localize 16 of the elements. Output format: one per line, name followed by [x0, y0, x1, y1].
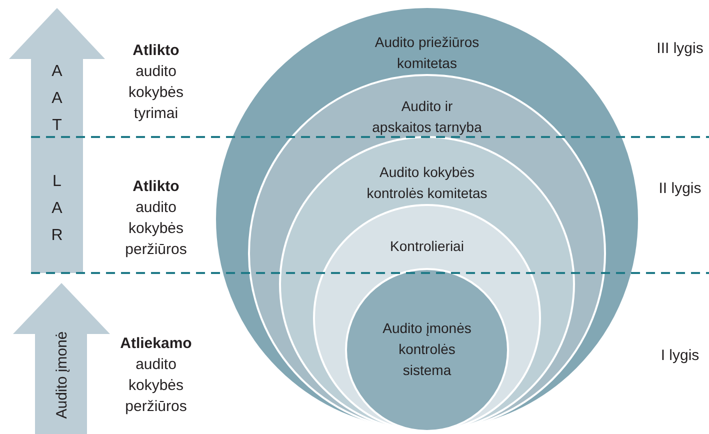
side-label: Atlikto audito kokybės tyrimai [127, 41, 185, 124]
side-label: Atliekamo audito kokybės peržiūros [119, 334, 193, 417]
side-label: III lygis [656, 39, 704, 59]
circle-label: Audito kokybės kontrolės komitetas [366, 163, 488, 203]
up-arrow [9, 8, 105, 273]
vertical-label: LAR [50, 172, 64, 246]
circle-label: Audito įmonės kontrolės sistema [382, 319, 472, 380]
circle-label: Audito ir apskaitos tarnyba [371, 97, 483, 137]
circle-label: Kontrolieriai [389, 237, 465, 256]
side-label: I lygis [660, 346, 700, 366]
vertical-label: Audito įmonė [53, 331, 70, 419]
side-label: II lygis [658, 179, 702, 199]
side-label: Atlikto audito kokybės peržiūros [124, 177, 188, 260]
up-arrow [13, 283, 110, 434]
circle-label: Audito priežiūros komitetas [374, 33, 480, 73]
vertical-label: AAT [50, 62, 64, 136]
